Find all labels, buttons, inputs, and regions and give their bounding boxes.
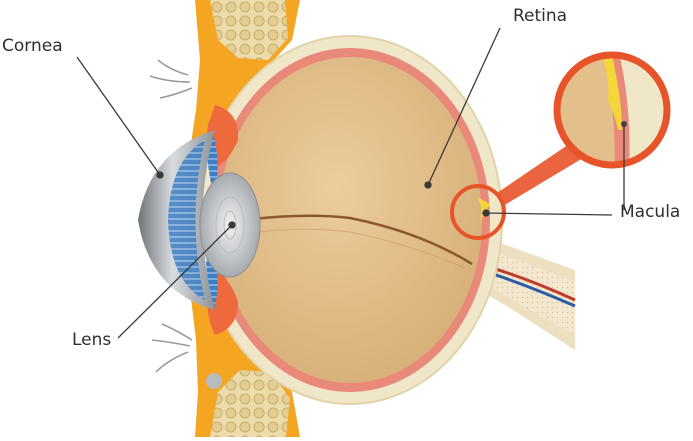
macula-spot	[477, 197, 490, 222]
leader-lines	[76, 27, 625, 339]
macula-callout-small	[450, 184, 506, 240]
label-cornea: Cornea	[2, 36, 63, 56]
macula-zoom	[553, 51, 671, 169]
label-macula: Macula	[620, 202, 681, 222]
callout-connector	[497, 140, 583, 206]
vitreous-body	[218, 57, 482, 383]
label-retina: Retina	[513, 6, 568, 26]
hyaloid-canal	[227, 214, 473, 266]
label-lens: Lens	[72, 330, 112, 350]
